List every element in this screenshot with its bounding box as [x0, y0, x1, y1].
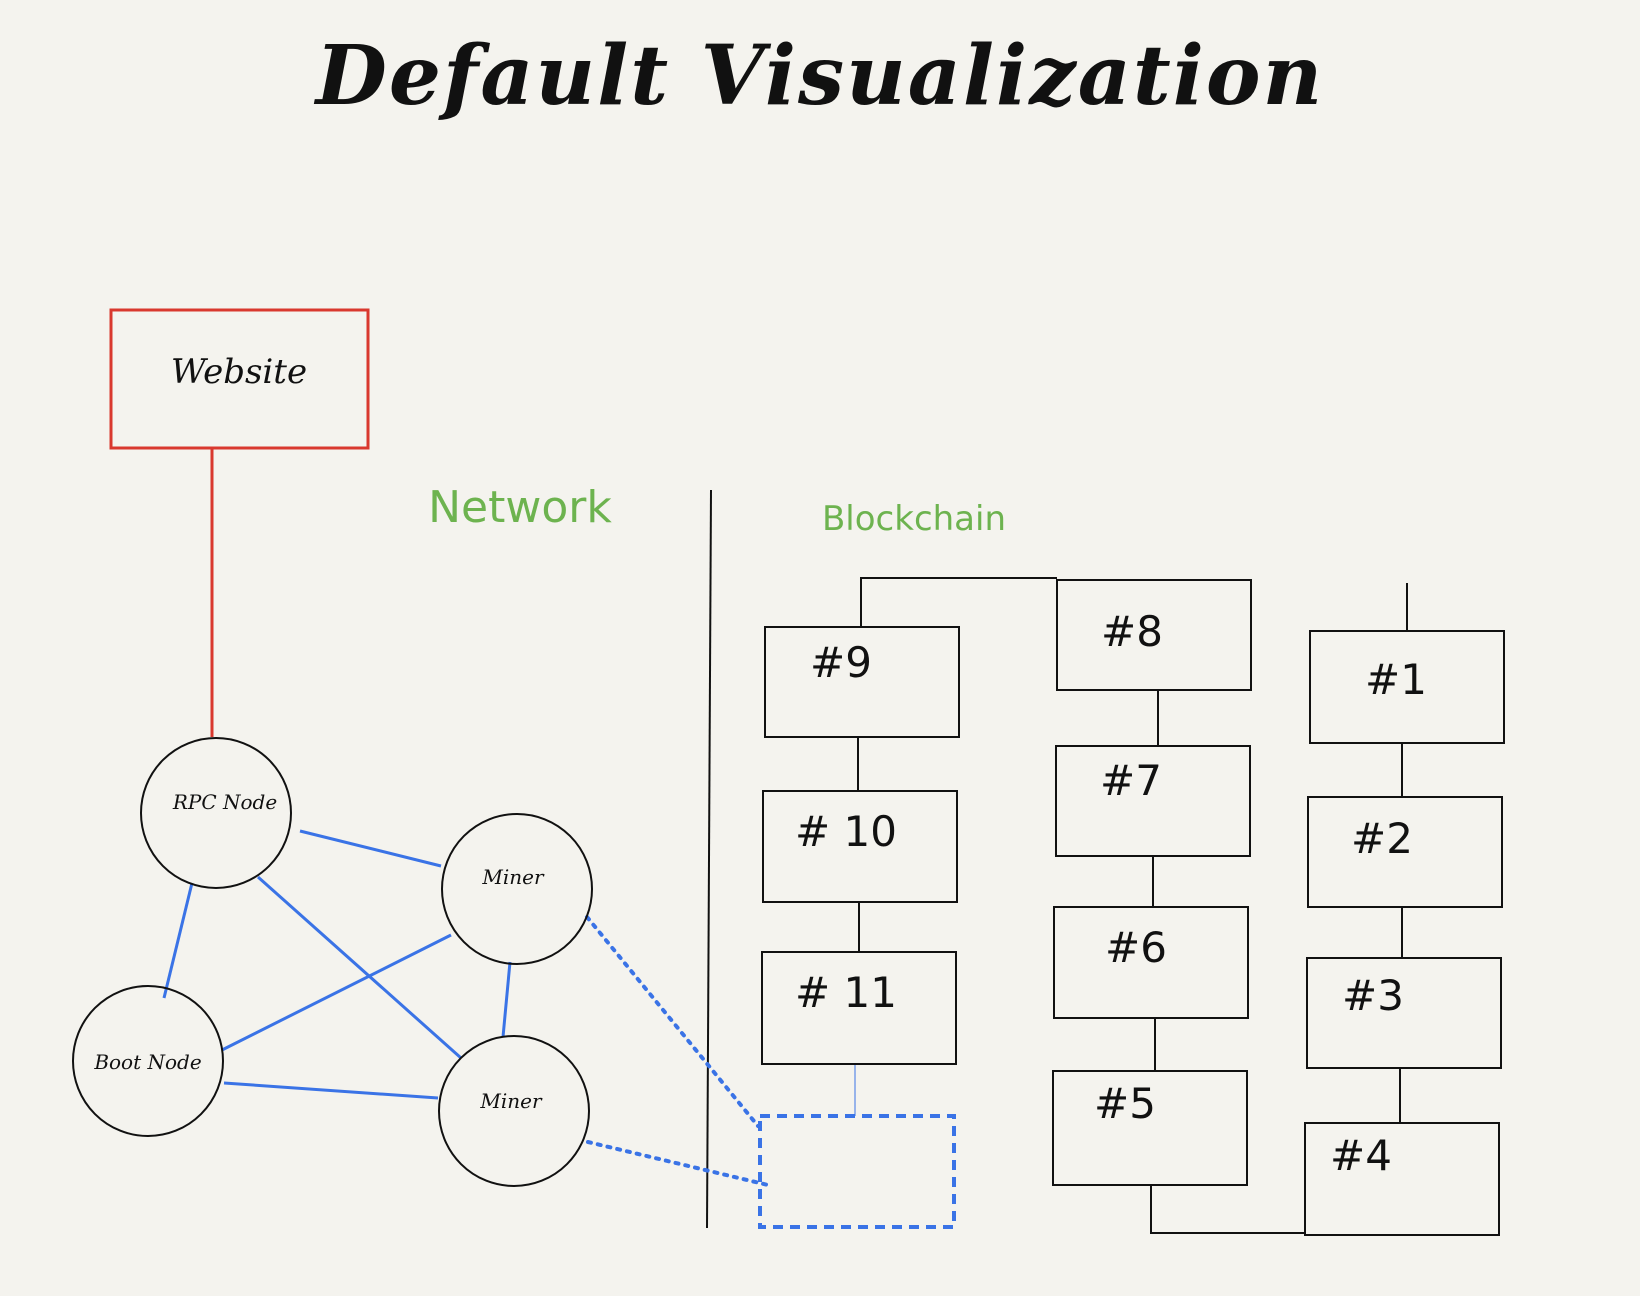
connector-5-4 [1150, 1185, 1305, 1234]
link-boot-miner-bottom [223, 1081, 439, 1100]
miner-top-pending-link [585, 915, 760, 1128]
link-miner-top-miner-bottom [501, 961, 512, 1038]
blockchain-section-label: Blockchain [822, 499, 1006, 539]
block-2-label: #2 [1351, 814, 1413, 863]
block-10-label: # 10 [795, 807, 897, 856]
block-6-label: #6 [1105, 923, 1167, 972]
miner-bottom-pending-link [586, 1140, 770, 1187]
chain-connectors [857, 577, 1408, 1234]
boot-node-circle [72, 985, 224, 1137]
boot-node-label: Boot Node [93, 1050, 201, 1074]
block-9 [764, 626, 960, 738]
link-boot-miner-top [221, 933, 452, 1052]
miner-bottom-label: Miner [479, 1089, 543, 1113]
block-8-label: #8 [1101, 607, 1163, 656]
link-rpc-miner-bottom [257, 875, 462, 1060]
block-7 [1055, 745, 1251, 857]
block-3 [1306, 957, 1502, 1069]
block-8 [1056, 579, 1252, 691]
network-section-label: Network [428, 482, 612, 533]
website-box [109, 308, 370, 450]
block-5-label: #5 [1094, 1079, 1156, 1128]
block-2 [1307, 796, 1503, 908]
block-11-label: # 11 [795, 968, 897, 1017]
block-9-label: #9 [810, 638, 872, 687]
block-10 [762, 790, 958, 903]
pending-block [758, 1114, 956, 1229]
link-rpc-boot [162, 882, 194, 999]
block-4 [1304, 1122, 1500, 1236]
block-6 [1053, 906, 1249, 1019]
block-4-label: #4 [1330, 1131, 1392, 1180]
network-links [162, 829, 512, 1100]
block-5 [1052, 1070, 1248, 1186]
rpc-node-label: RPC Node [172, 790, 277, 814]
miner-pending-links [585, 915, 770, 1187]
miner-top-label: Miner [481, 865, 545, 889]
block-1-label: #1 [1365, 655, 1427, 704]
page-title: Default Visualization [314, 28, 1324, 124]
block-7-label: #7 [1100, 756, 1162, 805]
link-rpc-miner-top [299, 829, 442, 868]
miner-top-circle [441, 813, 593, 965]
block-11 [761, 951, 957, 1065]
rpc-node-circle [140, 737, 292, 889]
block-1 [1309, 630, 1505, 744]
miner-bottom-circle [438, 1035, 590, 1187]
block-3-label: #3 [1342, 971, 1404, 1020]
section-divider [706, 489, 712, 1229]
website-label: Website [171, 352, 307, 392]
fork-top-connector [860, 577, 1057, 627]
